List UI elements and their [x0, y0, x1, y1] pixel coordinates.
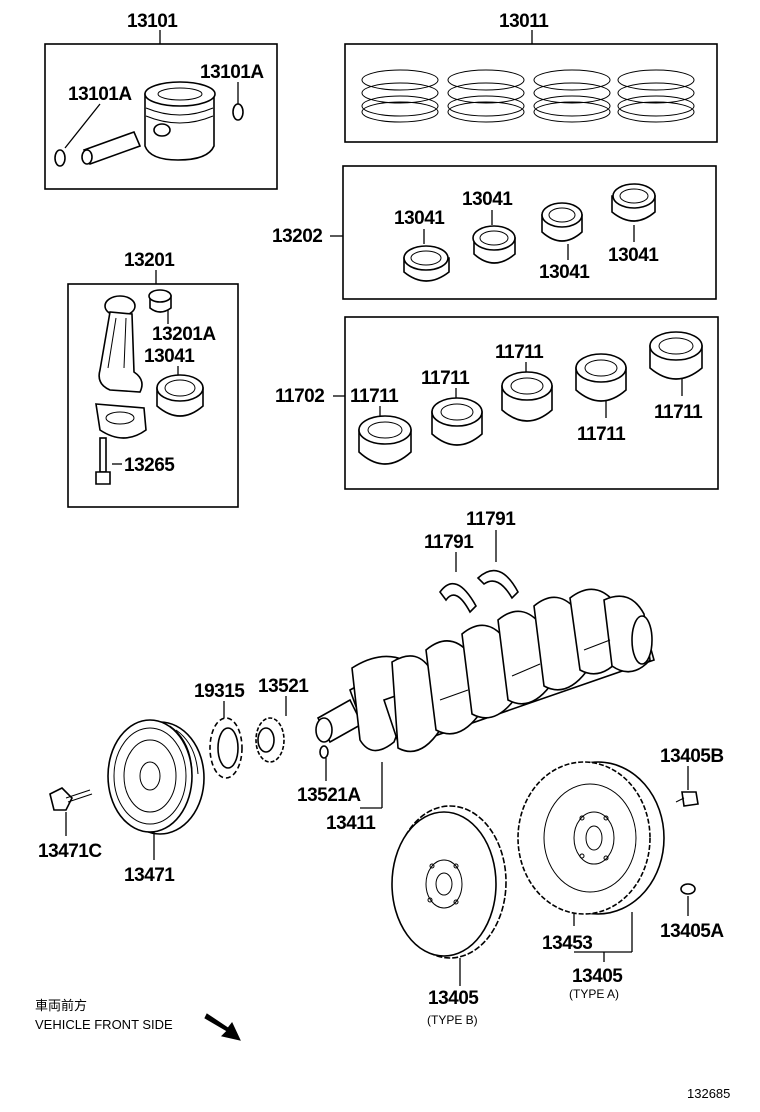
- part-label-13101a-left: 13101A: [68, 84, 132, 105]
- snap-ring-right-icon: [232, 103, 244, 121]
- main-bearing-icon-2: [431, 397, 483, 446]
- part-label-13265: 13265: [124, 455, 175, 476]
- type-b-caption: (TYPE B): [427, 1013, 478, 1027]
- pulley-bolt-icon: [49, 787, 93, 811]
- part-label-13471: 13471: [124, 865, 175, 886]
- part-label-13202: 13202: [272, 226, 322, 247]
- crank-pulley-icon: [107, 719, 205, 835]
- vehicle-front-note-jp: 車両前方: [35, 998, 87, 1013]
- part-label-13405-type-a: 13405: [572, 966, 623, 987]
- crank-pulley-group: 13471 13471C: [38, 719, 205, 886]
- main-bearing-icon-5: [649, 331, 703, 380]
- thrust-washer-right-icon: [476, 569, 519, 600]
- part-label-11711-a: 11711: [350, 386, 399, 407]
- connecting-rod-icon: [95, 295, 147, 439]
- main-bearing-icon-4: [575, 353, 627, 402]
- piston-assembly-group: 13101 13101A 13101A: [44, 11, 278, 190]
- rod-bolt-icon: [95, 437, 111, 485]
- flywheel-type-a-icon: [517, 761, 665, 915]
- connecting-rod-box: [67, 283, 239, 508]
- sensor-plate-icon: [209, 717, 243, 779]
- flywheel-type-a-group: 13453 13405 (TYPE A) 13405B 13405A: [517, 746, 725, 1001]
- piston-ring-set-4-icon: [617, 69, 695, 123]
- thrust-washers-group: 11791 11791: [424, 509, 519, 614]
- part-label-13041-c: 13041: [539, 262, 590, 283]
- part-label-13041-rod: 13041: [144, 346, 195, 367]
- rod-bearing-icon-2: [472, 225, 516, 264]
- thrust-washer-left-icon: [439, 582, 477, 614]
- vehicle-front-note-en: VEHICLE FRONT SIDE: [35, 1017, 173, 1032]
- rod-bearing-icon-1: [403, 245, 450, 282]
- part-label-13041-b: 13041: [462, 189, 513, 210]
- timing-gear-icon: [255, 717, 285, 763]
- main-bearings-group: 11702 11711 11711 11711 11711 11711: [275, 316, 719, 490]
- part-label-13405a: 13405A: [660, 921, 724, 942]
- diagram-number: 132685: [687, 1086, 730, 1101]
- rod-bearing-icon-3: [541, 202, 583, 242]
- part-label-13521a: 13521A: [297, 785, 361, 806]
- part-label-13101: 13101: [127, 11, 178, 32]
- rod-bearings-box: [342, 165, 717, 300]
- piston-box: [44, 43, 278, 190]
- main-bearing-icon-3: [501, 371, 553, 422]
- big-end-bearing-icon: [156, 374, 204, 417]
- drive-plate-type-b-group: 13405 (TYPE B): [391, 805, 507, 1027]
- piston-ring-set-3-icon: [533, 69, 611, 123]
- spacer-icon: [680, 883, 696, 895]
- woodruff-key-icon: [319, 745, 329, 759]
- part-label-11702: 11702: [275, 386, 324, 407]
- piston-icon: [144, 81, 216, 161]
- part-label-13405-type-b: 13405: [428, 988, 479, 1009]
- part-label-11791-b: 11791: [424, 532, 474, 553]
- part-label-11711-d: 11711: [577, 424, 626, 445]
- rod-bearings-group: 13202 13041 13041 13041 13041: [272, 165, 717, 300]
- part-label-19315: 19315: [194, 681, 245, 702]
- piston-ring-set-1-icon: [361, 69, 439, 123]
- part-label-13453: 13453: [542, 933, 592, 954]
- part-label-13411: 13411: [326, 813, 376, 834]
- type-a-caption: (TYPE A): [569, 987, 619, 1001]
- part-label-11711-b: 11711: [421, 368, 470, 389]
- rod-bearing-icon-4: [611, 183, 656, 222]
- part-label-13201a: 13201A: [152, 324, 216, 345]
- snap-ring-left-icon: [54, 149, 66, 167]
- piston-pin-icon: [81, 130, 142, 166]
- part-label-13041-a: 13041: [394, 208, 445, 229]
- part-label-13201: 13201: [124, 250, 175, 271]
- main-bearing-icon-1: [358, 415, 412, 465]
- part-label-11791-a: 11791: [466, 509, 516, 530]
- main-bearings-box: [344, 316, 719, 490]
- part-label-11711-e: 11711: [654, 402, 703, 423]
- part-label-13041-d: 13041: [608, 245, 659, 266]
- crankshaft-icon: [315, 588, 655, 753]
- part-label-13521: 13521: [258, 676, 309, 697]
- part-label-13405b: 13405B: [660, 746, 724, 767]
- part-label-13011: 13011: [499, 11, 549, 32]
- part-label-13471c: 13471C: [38, 841, 102, 862]
- crank-timing-gear-group: 19315 13521 13521A: [194, 676, 362, 806]
- piston-rings-box: [344, 43, 718, 143]
- part-label-11711-c: 11711: [495, 342, 544, 363]
- small-end-bushing-icon: [148, 289, 172, 313]
- part-label-13101a-right: 13101A: [200, 62, 264, 83]
- vehicle-front-arrow-icon: [204, 1013, 241, 1041]
- connecting-rod-group: 13201 13201A 13041 13265: [67, 250, 239, 508]
- flywheel-bolt-icon: [675, 791, 699, 807]
- piston-ring-set-2-icon: [447, 69, 525, 123]
- drive-plate-type-b-icon: [391, 805, 507, 959]
- piston-rings-group: 13011: [344, 11, 718, 143]
